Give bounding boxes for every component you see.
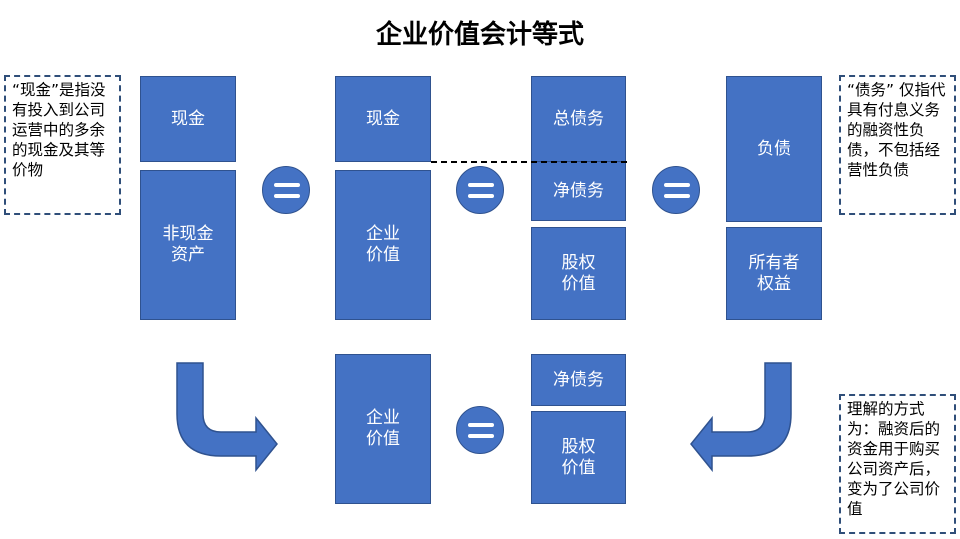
note-cash-definition: “现金”是指没有投入到公司运营中的多余的现金及其等价物 (4, 75, 121, 215)
col4-owners-equity-box: 所有者 权益 (726, 227, 822, 320)
bent-arrow-down-left-icon (690, 362, 792, 473)
col1-cash-box: 现金 (140, 76, 236, 162)
col3-net-debt-box: 净债务 (531, 162, 626, 221)
equals-icon (652, 166, 700, 214)
col4-liabilities-box: 负债 (726, 76, 822, 222)
col2-enterprise-value-box: 企业 价值 (335, 170, 431, 320)
bottom-enterprise-value-box: 企业 价值 (335, 354, 431, 504)
note-understanding: 理解的方式为：融资后的资金用于购买公司资产后，变为了公司价值 (839, 394, 956, 534)
col1-noncash-assets-box: 非现金 资产 (140, 170, 236, 320)
page-title: 企业价值会计等式 (375, 20, 584, 50)
equals-icon (262, 166, 310, 214)
bent-arrow-down-right-icon (176, 362, 278, 473)
col3-total-debt-box: 总债务 (531, 76, 626, 162)
cash-debt-dashed-line (431, 161, 627, 163)
equals-icon (456, 406, 504, 454)
bottom-net-debt-box: 净债务 (531, 354, 626, 406)
equals-icon (456, 166, 504, 214)
bottom-equity-value-box: 股权 价值 (531, 411, 626, 504)
col2-cash-box: 现金 (335, 76, 431, 162)
note-debt-definition: “债务” 仅指代具有付息义务的融资性负债，不包括经营性负债 (839, 75, 956, 215)
col3-equity-value-box: 股权 价值 (531, 227, 626, 320)
